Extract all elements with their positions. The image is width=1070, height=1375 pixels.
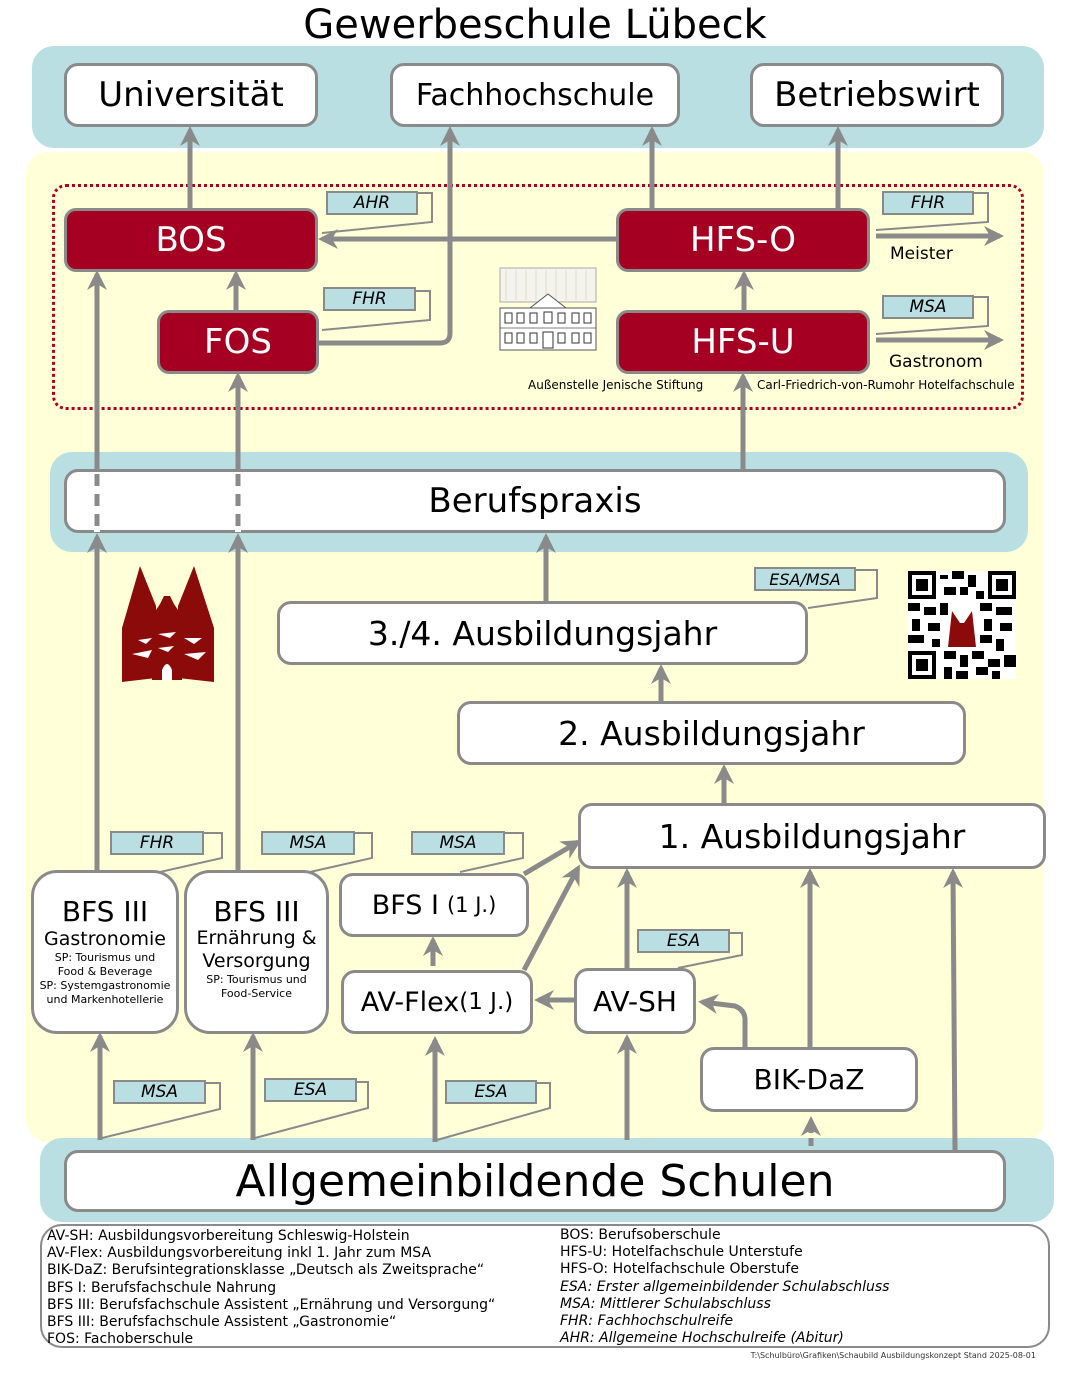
box-betriebswirt: Betriebswirt <box>750 63 1004 127</box>
tag-esa-msa: ESA/MSA <box>754 567 856 591</box>
bfs3-ernaehrung-title: BFS III <box>213 895 300 928</box>
box-ausbildungsjahr-2: 2. Ausbildungsjahr <box>457 701 966 765</box>
tag-msa-bfs3g-entry: MSA <box>113 1080 206 1104</box>
legend-item: BFS III: Berufsfachschule Assistent „Gas… <box>47 1314 397 1331</box>
box-hfs-u: HFS-U <box>616 310 870 374</box>
tag-fhr-bfs3g: FHR <box>110 831 204 855</box>
building-illustration-icon <box>499 267 597 351</box>
box-bik-daz: BIK-DaZ <box>700 1047 918 1112</box>
legend-item: ESA: Erster allgemeinbildender Schulabsc… <box>560 1278 890 1295</box>
bfs3-ernaehrung-subtitle1: Ernährung & <box>196 927 317 949</box>
legend-right: BOS: Berufsoberschule HFS-U: Hotelfachsc… <box>560 1227 889 1347</box>
tag-esa-avsh: ESA <box>637 929 730 953</box>
box-hfs-o: HFS-O <box>616 208 870 272</box>
legend-item: FOS: Fachoberschule <box>47 1331 194 1348</box>
box-allgemeinbildende-schulen: Allgemeinbildende Schulen <box>64 1150 1006 1212</box>
legend-item: MSA: Mittlerer Schulabschluss <box>560 1295 771 1312</box>
bfs3-ernaehrung-sp1: SP: Tourismus und <box>206 973 307 986</box>
bfs3-gastronomie-subtitle: Gastronomie <box>44 928 166 950</box>
box-berufspraxis: Berufspraxis <box>64 469 1006 533</box>
box-av-sh: AV-SH <box>574 968 696 1034</box>
legend-item: HFS-O: Hotelfachschule Oberstufe <box>560 1261 799 1278</box>
box-bfs3-gastronomie: BFS III Gastronomie SP: Tourismus und Fo… <box>31 870 179 1034</box>
bfs3-gastronomie-sp3: SP: Systemgastronomie <box>39 979 171 992</box>
holstentor-logo-icon <box>122 566 214 682</box>
tag-msa-hfsu: MSA <box>882 295 974 319</box>
legend-item: FHR: Fachhochschulreife <box>560 1313 734 1330</box>
qr-code-icon <box>908 571 1016 679</box>
legend-item: HFS-U: Hotelfachschule Unterstufe <box>560 1244 803 1261</box>
bfs1-title: BFS I <box>371 889 439 921</box>
avflex-title: AV-Flex <box>360 986 460 1018</box>
tag-msa-bfs1: MSA <box>411 831 505 855</box>
legend-box <box>40 1224 1050 1348</box>
box-ausbildungsjahr-3-4: 3./4. Ausbildungsjahr <box>277 601 808 665</box>
box-fos: FOS <box>157 310 319 374</box>
bfs3-gastronomie-sp1: SP: Tourismus und <box>54 951 156 964</box>
label-gastronom: Gastronom <box>889 352 983 372</box>
tag-esa-bfs3e-entry: ESA <box>264 1078 357 1102</box>
legend-item: AV-Flex: Ausbildungsvorbereitung inkl 1.… <box>47 1245 432 1262</box>
caption-jenische-stiftung: Außenstelle Jenische Stiftung <box>528 378 704 392</box>
tag-ahr: AHR <box>326 191 418 215</box>
box-bos: BOS <box>64 208 318 272</box>
box-universitaet: Universität <box>64 63 318 127</box>
legend-item: BFS I: Berufsfachschule Nahrung <box>47 1279 277 1296</box>
footer-path: T:\Schulbüro\Grafiken\Schaubild Ausbildu… <box>750 1351 1036 1360</box>
box-fachhochschule: Fachhochschule <box>390 63 680 127</box>
legend-item: AHR: Allgemeine Hochschulreife (Abitur) <box>560 1330 844 1347</box>
box-bfs3-ernaehrung: BFS III Ernährung & Versorgung SP: Touri… <box>184 870 329 1034</box>
tag-msa-bfs3e: MSA <box>261 831 355 855</box>
legend-item: BIK-DaZ: Berufsintegrationsklasse „Deuts… <box>47 1262 485 1279</box>
avflex-suffix: (1 J.) <box>459 989 514 1015</box>
caption-rumohr-hotelfachschule: Carl-Friedrich-von-Rumohr Hotelfachschul… <box>757 378 1015 392</box>
upper-schools-region <box>52 184 1024 410</box>
legend-left: AV-SH: Ausbildungsvorbereitung Schleswig… <box>47 1228 495 1348</box>
bfs3-gastronomie-sp2: Food & Beverage <box>57 965 153 978</box>
tag-esa-avflex-entry: ESA <box>445 1080 537 1104</box>
tag-fhr-fos: FHR <box>323 287 416 311</box>
page-title: Gewerbeschule Lübeck <box>303 2 767 48</box>
label-meister: Meister <box>890 244 953 264</box>
legend-item: AV-SH: Ausbildungsvorbereitung Schleswig… <box>47 1228 410 1244</box>
box-av-flex: AV-Flex (1 J.) <box>341 970 533 1034</box>
legend-item: BOS: Berufsoberschule <box>560 1227 721 1243</box>
bfs3-ernaehrung-subtitle2: Versorgung <box>202 950 311 972</box>
box-bfs1: BFS I (1 J.) <box>339 873 529 937</box>
legend-item: BFS III: Berufsfachschule Assistent „Ern… <box>47 1296 496 1313</box>
bfs1-suffix: (1 J.) <box>446 893 497 917</box>
tag-fhr-hfso: FHR <box>882 191 974 215</box>
bfs3-ernaehrung-sp2: Food-Service <box>220 987 292 1000</box>
bfs3-gastronomie-sp4: und Markenhotellerie <box>46 993 164 1006</box>
box-ausbildungsjahr-1: 1. Ausbildungsjahr <box>578 803 1046 869</box>
bfs3-gastronomie-title: BFS III <box>61 895 149 928</box>
